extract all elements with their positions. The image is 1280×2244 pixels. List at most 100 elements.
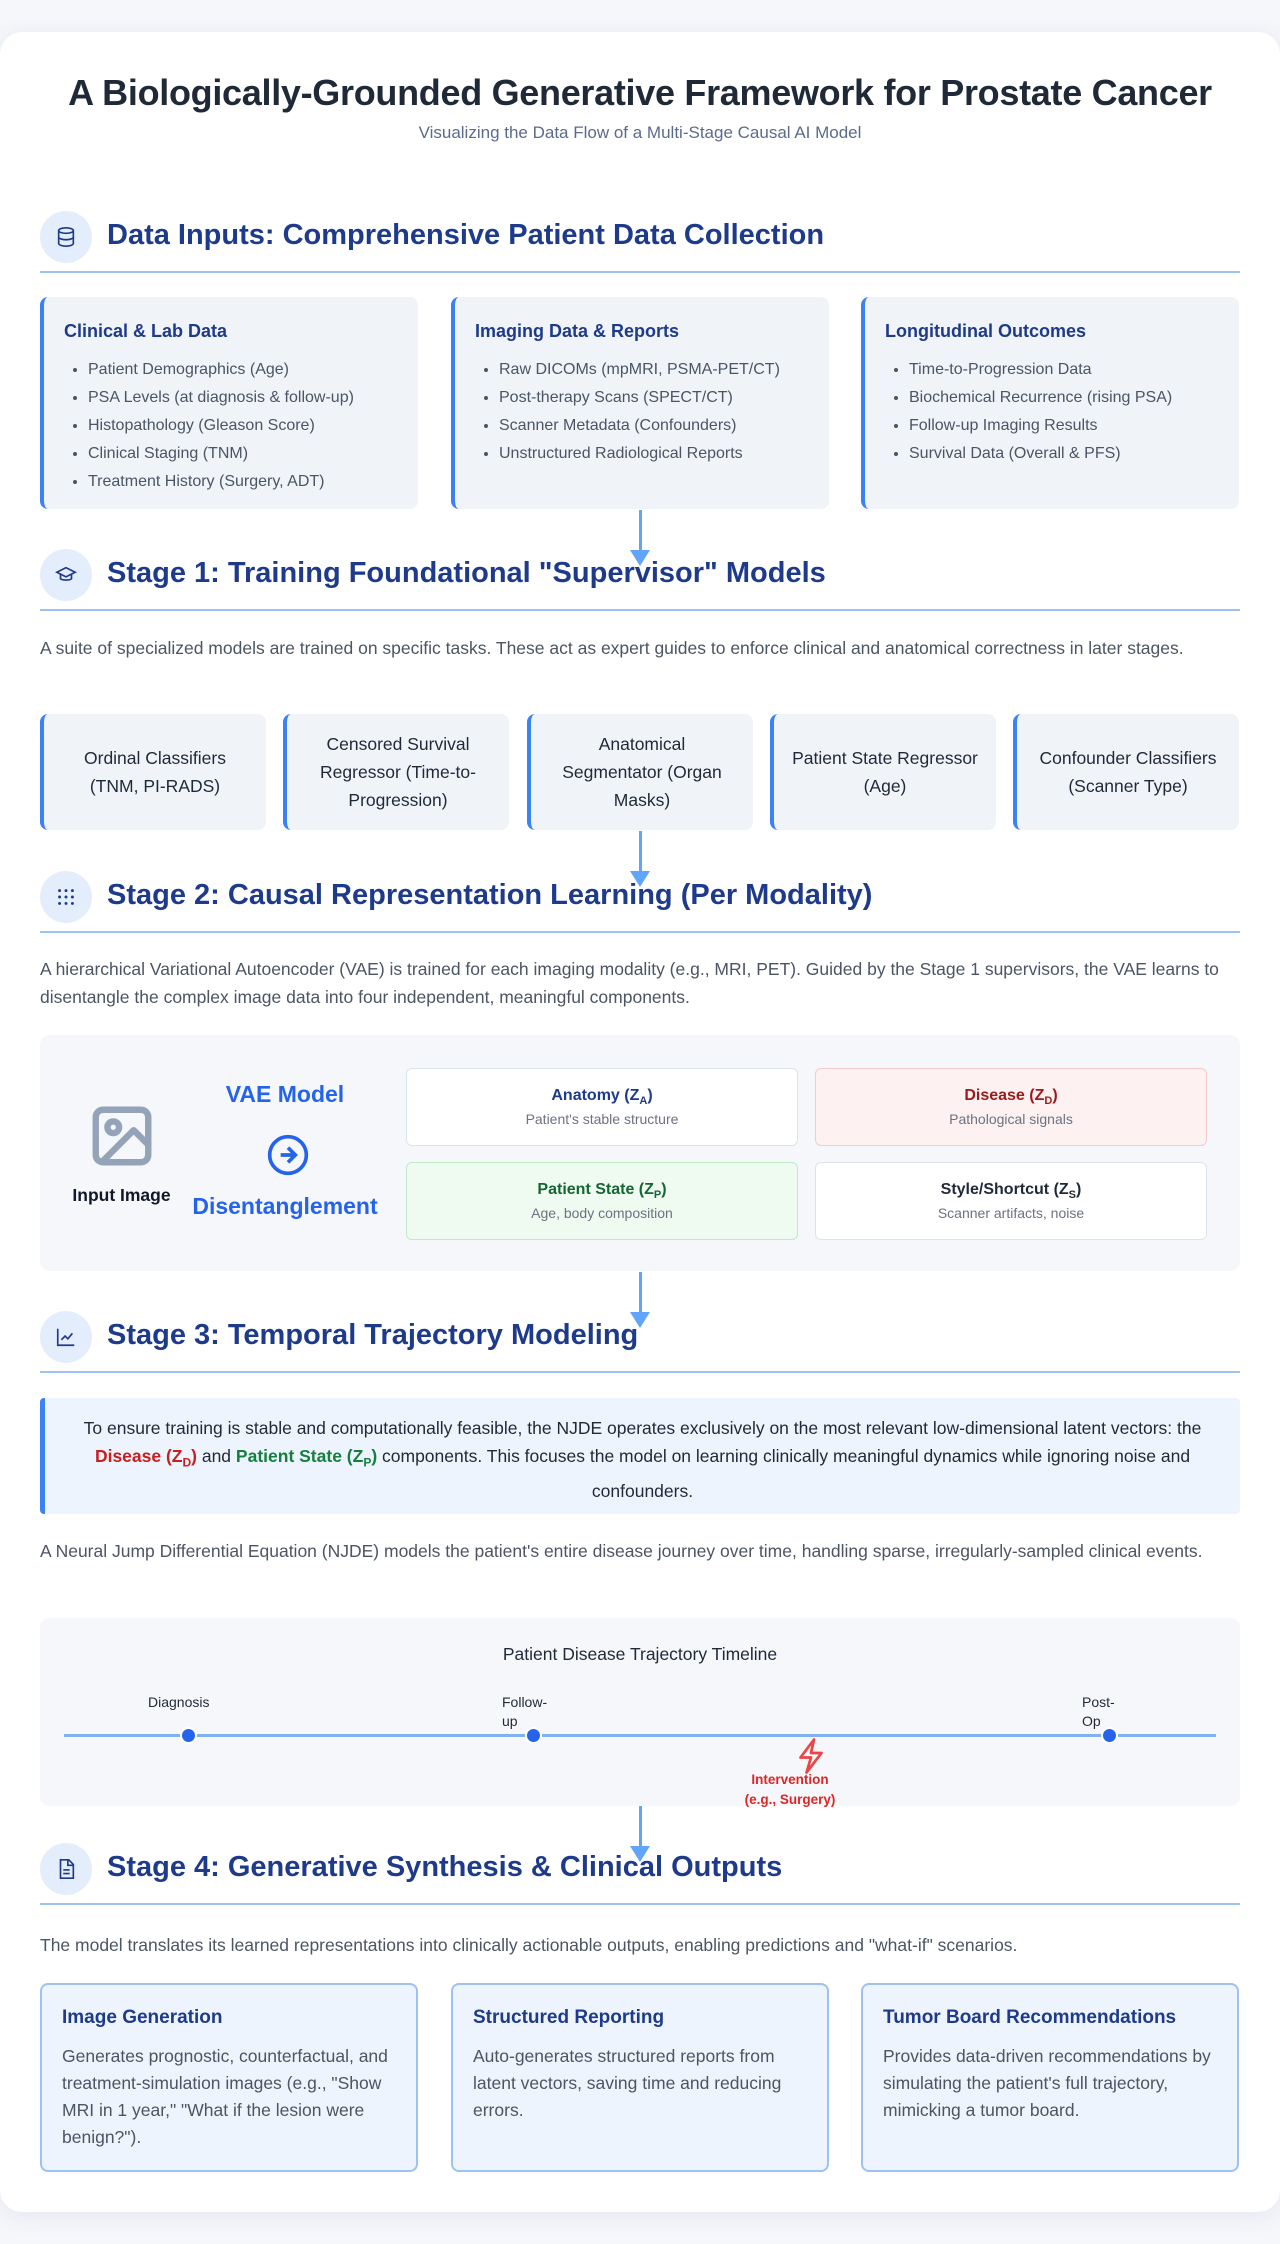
stage2-description: A hierarchical Variational Autoencoder (… bbox=[40, 959, 1219, 1007]
output-text: Provides data-driven recommendations by … bbox=[883, 2046, 1211, 2120]
njde-callout: To ensure training is stable and computa… bbox=[40, 1398, 1240, 1514]
section-header-stage1: Stage 1: Training Foundational "Supervis… bbox=[40, 549, 1240, 611]
line-chart-icon bbox=[40, 1311, 92, 1363]
list-item: PSA Levels (at diagnosis & follow-up) bbox=[88, 384, 418, 412]
timeline-title: Patient Disease Trajectory Timeline bbox=[502, 1644, 778, 1664]
panel-title: Imaging Data & Reports bbox=[475, 321, 680, 341]
input-panel-imaging: Imaging Data & Reports Raw DICOMs (mpMRI… bbox=[451, 297, 829, 509]
component-desc: Scanner artifacts, noise bbox=[937, 1205, 1085, 1222]
component-name: Anatomy (Z bbox=[551, 1087, 640, 1104]
component-subscript: D bbox=[1044, 1095, 1053, 1108]
output-title: Tumor Board Recommendations bbox=[883, 2007, 1177, 2028]
trajectory-timeline: Patient Disease Trajectory Timeline Diag… bbox=[40, 1618, 1240, 1807]
panel-title: Longitudinal Outcomes bbox=[885, 321, 1086, 341]
supervisor-model-card: Ordinal Classifiers (TNM, PI-RADS) bbox=[40, 714, 266, 830]
stage3-description: A Neural Jump Differential Equation (NJD… bbox=[40, 1541, 1203, 1561]
list-item: Treatment History (Surgery, ADT) bbox=[88, 468, 418, 496]
supervisor-model-card: Confounder Classifiers (Scanner Type) bbox=[1013, 714, 1239, 830]
callout-close: ) bbox=[191, 1446, 197, 1466]
output-text: Auto-generates structured reports from l… bbox=[473, 2046, 782, 2120]
section-header-data-inputs: Data Inputs: Comprehensive Patient Data … bbox=[40, 211, 1240, 273]
list-item: Survival Data (Overall & PFS) bbox=[909, 440, 1239, 468]
output-text: Generates prognostic, counterfactual, an… bbox=[62, 2046, 388, 2147]
supervisor-model-card: Censored Survival Regressor (Time-to-Pro… bbox=[283, 714, 509, 830]
list-item: Raw DICOMs (mpMRI, PSMA-PET/CT) bbox=[499, 356, 829, 384]
callout-text: components. This focuses the model on le… bbox=[377, 1446, 1191, 1501]
component-subscript: P bbox=[653, 1189, 662, 1202]
page-subtitle: Visualizing the Data Flow of a Multi-Sta… bbox=[418, 123, 862, 142]
callout-disease-subscript: D bbox=[182, 1455, 192, 1470]
component-subscript: S bbox=[1068, 1189, 1077, 1202]
stage1-description: A suite of specialized models are traine… bbox=[40, 638, 1184, 658]
component-name: Disease (Z bbox=[964, 1087, 1045, 1104]
list-item: Unstructured Radiological Reports bbox=[499, 440, 829, 468]
image-icon bbox=[87, 1101, 157, 1171]
arrow-right-circle-icon bbox=[266, 1133, 310, 1177]
callout-text: To ensure training is stable and computa… bbox=[83, 1418, 1202, 1438]
intervention-label: Intervention (e.g., Surgery) bbox=[744, 1772, 836, 1807]
component-anatomy: Anatomy (ZA) Patient's stable structure bbox=[406, 1068, 798, 1146]
disentanglement-label: Disentanglement bbox=[192, 1193, 378, 1219]
graduation-cap-icon bbox=[40, 549, 92, 601]
lightning-icon bbox=[793, 1736, 829, 1776]
list-item: Patient Demographics (Age) bbox=[88, 356, 418, 384]
callout-state: Patient State (Z bbox=[235, 1446, 364, 1466]
section-header-stage2: Stage 2: Causal Representation Learning … bbox=[40, 871, 1240, 933]
timeline-line bbox=[64, 1734, 1216, 1737]
section-header-stage4: Stage 4: Generative Synthesis & Clinical… bbox=[40, 1843, 1240, 1905]
grid-icon bbox=[40, 871, 92, 923]
section-title: Stage 4: Generative Synthesis & Clinical… bbox=[107, 1851, 783, 1883]
component-desc: Age, body composition bbox=[531, 1205, 673, 1222]
event-label-followup: Follow-up bbox=[502, 1694, 548, 1729]
input-image-label: Input Image bbox=[72, 1185, 171, 1205]
event-dot-postop[interactable] bbox=[1101, 1727, 1118, 1744]
output-card-structured-reporting: Structured Reporting Auto-generates stru… bbox=[451, 1983, 829, 2172]
vae-model-label: VAE Model bbox=[225, 1081, 345, 1107]
flow-arrow bbox=[630, 510, 650, 566]
section-header-stage3: Stage 3: Temporal Trajectory Modeling bbox=[40, 1311, 1240, 1373]
callout-close: ) bbox=[371, 1446, 378, 1466]
flow-arrow bbox=[630, 1272, 650, 1328]
component-desc: Pathological signals bbox=[949, 1111, 1073, 1128]
list-item: Clinical Staging (TNM) bbox=[88, 440, 418, 468]
input-panel-outcomes: Longitudinal Outcomes Time-to-Progressio… bbox=[861, 297, 1239, 509]
section-title: Stage 2: Causal Representation Learning … bbox=[107, 879, 873, 911]
vae-diagram: Input Image VAE Model Disentanglement An… bbox=[40, 1035, 1240, 1271]
output-card-tumor-board: Tumor Board Recommendations Provides dat… bbox=[861, 1983, 1239, 2172]
panel-title: Clinical & Lab Data bbox=[64, 321, 228, 341]
page-title: A Biologically-Grounded Generative Frame… bbox=[68, 72, 1212, 113]
callout-disease: Disease (Z bbox=[94, 1446, 183, 1466]
event-dot-followup[interactable] bbox=[525, 1727, 542, 1744]
component-close: ) bbox=[661, 1181, 667, 1198]
component-style: Style/Shortcut (ZS) Scanner artifacts, n… bbox=[815, 1162, 1207, 1240]
stage4-description: The model translates its learned represe… bbox=[40, 1935, 1018, 1955]
component-close: ) bbox=[1052, 1087, 1058, 1104]
component-name: Style/Shortcut (Z bbox=[940, 1181, 1069, 1198]
callout-state-subscript: P bbox=[363, 1455, 372, 1470]
output-title: Image Generation bbox=[62, 2007, 223, 2028]
flow-arrow bbox=[630, 1806, 650, 1862]
component-close: ) bbox=[1076, 1181, 1082, 1198]
event-dot-diagnosis[interactable] bbox=[180, 1727, 197, 1744]
list-item: Time-to-Progression Data bbox=[909, 356, 1239, 384]
list-item: Scanner Metadata (Confounders) bbox=[499, 412, 829, 440]
flow-arrow bbox=[630, 831, 650, 887]
output-card-image-generation: Image Generation Generates prognostic, c… bbox=[40, 1983, 418, 2172]
section-title: Stage 3: Temporal Trajectory Modeling bbox=[107, 1319, 639, 1351]
event-label-postop: Post-Op bbox=[1082, 1694, 1115, 1729]
callout-text: and bbox=[196, 1446, 236, 1466]
component-patient-state: Patient State (ZP) Age, body composition bbox=[406, 1162, 798, 1240]
component-close: ) bbox=[647, 1087, 653, 1104]
section-title: Stage 1: Training Foundational "Supervis… bbox=[107, 557, 826, 589]
component-subscript: A bbox=[639, 1095, 648, 1108]
list-item: Biochemical Recurrence (rising PSA) bbox=[909, 384, 1239, 412]
component-name: Patient State (Z bbox=[537, 1181, 654, 1198]
list-item: Follow-up Imaging Results bbox=[909, 412, 1239, 440]
component-desc: Patient's stable structure bbox=[525, 1111, 679, 1128]
event-label-diagnosis: Diagnosis bbox=[148, 1694, 210, 1710]
output-title: Structured Reporting bbox=[473, 2007, 665, 2028]
supervisor-model-card: Anatomical Segmentator (Organ Masks) bbox=[527, 714, 753, 830]
list-item: Post-therapy Scans (SPECT/CT) bbox=[499, 384, 829, 412]
document-icon bbox=[40, 1843, 92, 1895]
supervisor-model-card: Patient State Regressor (Age) bbox=[770, 714, 996, 830]
